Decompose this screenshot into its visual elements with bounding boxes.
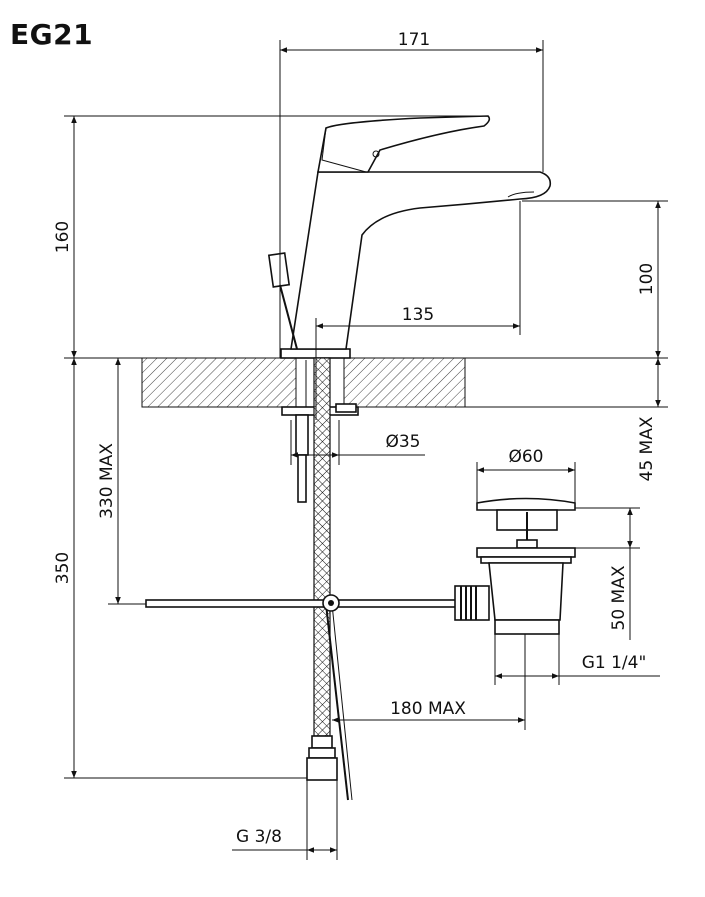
model-title: EG21 (10, 18, 94, 51)
dim-o60: Ø60 (508, 447, 543, 467)
dim-g1-1-4: G1 1/4" (582, 653, 647, 673)
dim-160: 160 (53, 221, 73, 253)
dimension-lines (64, 40, 668, 860)
dim-100: 100 (637, 263, 657, 295)
dim-171: 171 (398, 30, 430, 50)
dim-330-max: 330 MAX (97, 443, 117, 519)
dim-135: 135 (402, 305, 434, 325)
countertop (141, 357, 466, 408)
popup-rod (325, 603, 353, 801)
dim-350: 350 (53, 552, 73, 584)
faucet-body (267, 115, 552, 359)
braided-hose (306, 357, 338, 781)
dimension-labels: 171 160 100 135 45 MAX Ø35 330 MAX 350 Ø… (53, 30, 657, 847)
dim-o35: Ø35 (385, 432, 420, 452)
dim-180-max: 180 MAX (390, 699, 466, 719)
dim-g-3-8: G 3/8 (236, 827, 282, 847)
popup-waste (454, 497, 576, 635)
dim-50-max: 50 MAX (609, 565, 629, 630)
dim-45-max: 45 MAX (637, 416, 657, 481)
horizontal-rod (145, 594, 459, 612)
